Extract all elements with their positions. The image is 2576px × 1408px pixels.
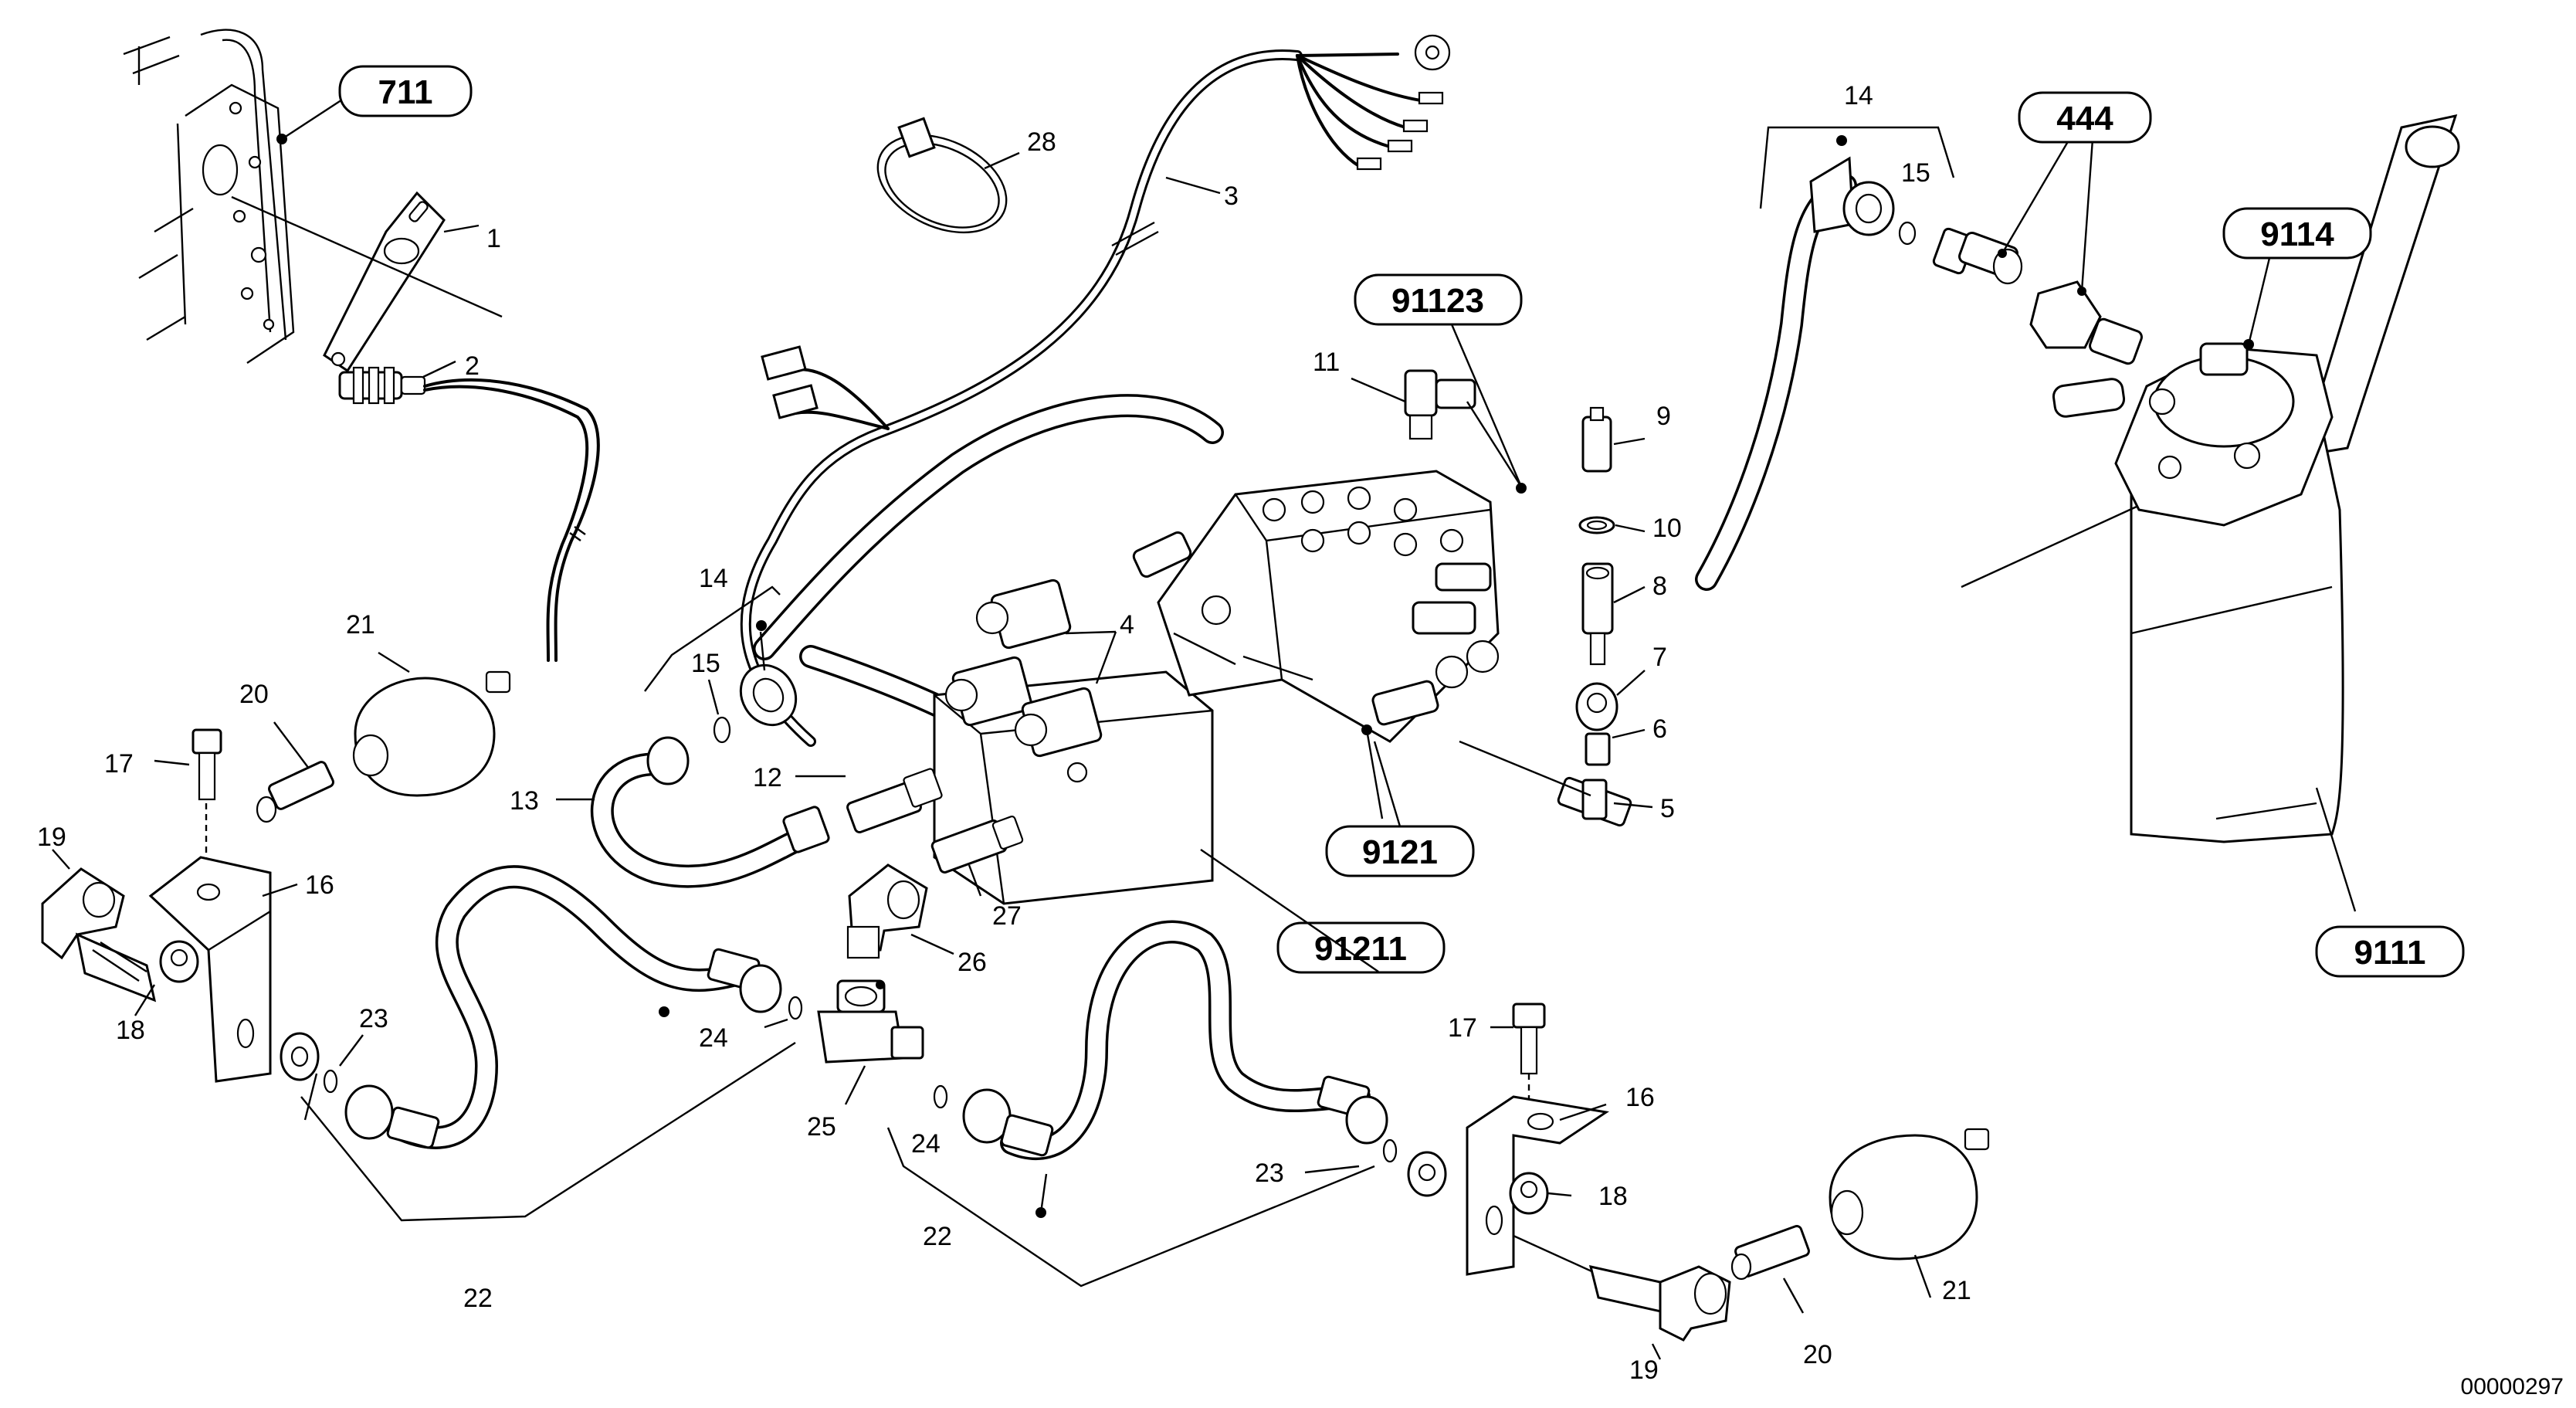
fitting-14-nut xyxy=(739,620,798,727)
part-number: 14 xyxy=(699,564,728,593)
part-number-labels: 1 2 3 28 14 15 11 9 10 8 7 6 5 4 21 20 1… xyxy=(37,81,1971,1385)
document-id: 00000297 xyxy=(2461,1374,2564,1400)
part-number: 12 xyxy=(753,763,782,792)
part-number: 23 xyxy=(359,1004,388,1033)
part-number: 8 xyxy=(1652,572,1667,601)
hose-13 xyxy=(556,736,830,888)
pressure-switch-9 xyxy=(1581,406,1646,473)
elbow-26 xyxy=(846,863,954,959)
svg-text:9114: 9114 xyxy=(2260,215,2334,253)
sensor-2 xyxy=(338,360,600,662)
bracket-14-left xyxy=(644,585,781,692)
part-number: 20 xyxy=(1803,1340,1832,1369)
part-number: 11 xyxy=(1313,348,1340,377)
group-label-9121: 9121 xyxy=(1325,825,1475,877)
part-number: 28 xyxy=(1027,127,1056,157)
elbow-19-left xyxy=(41,849,157,1003)
fitting-20-right xyxy=(1730,1225,1810,1314)
part-number: 26 xyxy=(958,948,987,977)
part-number: 5 xyxy=(1660,794,1675,823)
svg-text:91123: 91123 xyxy=(1391,282,1484,320)
part-number: 24 xyxy=(699,1023,728,1053)
part-number: 15 xyxy=(691,649,720,678)
part-number: 21 xyxy=(1942,1276,1971,1305)
bracket-16-right xyxy=(1466,1095,1609,1276)
tee-25 xyxy=(817,979,924,1105)
part-number: 15 xyxy=(1901,158,1930,188)
group-label-9114: 9114 xyxy=(2222,207,2372,260)
washer-23-left xyxy=(280,1032,364,1094)
group-label-711: 711 xyxy=(338,65,473,117)
bracket-16-left xyxy=(148,856,298,1083)
fitting-20-left xyxy=(256,721,334,823)
svg-text:711: 711 xyxy=(378,73,433,111)
part-number: 22 xyxy=(923,1222,952,1251)
group-label-91211: 91211 xyxy=(1276,921,1446,974)
group-label-9111: 9111 xyxy=(2315,925,2465,978)
svg-text:91211: 91211 xyxy=(1314,930,1407,968)
part-number: 19 xyxy=(37,823,66,852)
part-number: 20 xyxy=(239,680,269,709)
seal-15-left xyxy=(707,679,731,744)
tee-5 xyxy=(1459,740,1653,827)
part-number: 22 xyxy=(463,1284,493,1313)
part-number: 25 xyxy=(807,1112,836,1142)
bolt-17-left xyxy=(154,728,222,888)
hose-assembly-22-left xyxy=(300,865,803,1222)
elbow-fitting-11 xyxy=(1351,369,1527,494)
control-valve-9121 xyxy=(1132,470,1500,819)
part-number: 24 xyxy=(911,1129,941,1159)
part-number: 17 xyxy=(1448,1013,1477,1043)
part-number: 2 xyxy=(465,351,480,381)
part-number: 23 xyxy=(1255,1159,1284,1188)
part-number: 13 xyxy=(510,786,539,816)
part-number: 3 xyxy=(1224,182,1239,211)
bracket-1 xyxy=(231,191,503,373)
seal-10 xyxy=(1578,516,1646,534)
svg-text:9111: 9111 xyxy=(2354,934,2425,972)
accumulator-21-left xyxy=(352,651,511,797)
part-number: 6 xyxy=(1652,714,1667,744)
frame-plate xyxy=(123,29,356,364)
wire-harness-3 xyxy=(740,34,1451,747)
part-number: 16 xyxy=(1625,1083,1655,1112)
pump-9114 xyxy=(2052,254,2334,527)
fitting-group-444 xyxy=(1932,138,2143,365)
hose-assembly-14-right xyxy=(1695,126,1955,591)
part-number: 16 xyxy=(305,870,334,900)
accumulator-21-right xyxy=(1829,1128,1990,1298)
part-number: 4 xyxy=(1120,610,1134,640)
part-number: 18 xyxy=(116,1016,145,1045)
fitting-12 xyxy=(795,768,943,833)
clamp-28 xyxy=(876,117,1020,234)
nut-7 xyxy=(1575,670,1646,731)
part-number: 10 xyxy=(1652,514,1682,543)
part-number: 27 xyxy=(992,901,1022,931)
part-number: 21 xyxy=(346,610,375,640)
group-label-91123: 91123 xyxy=(1354,273,1523,326)
elbow-19-right xyxy=(1588,1265,1731,1360)
svg-text:9121: 9121 xyxy=(1362,833,1438,871)
washer-23-right xyxy=(1304,1138,1447,1197)
part-number: 17 xyxy=(104,749,134,779)
fitting-27 xyxy=(930,815,1024,897)
fitting-6 xyxy=(1585,728,1646,766)
svg-text:444: 444 xyxy=(2056,100,2113,137)
hose-assembly-22-right xyxy=(886,920,1388,1288)
part-number: 19 xyxy=(1629,1355,1659,1385)
part-number: 9 xyxy=(1656,402,1671,431)
group-label-444: 444 xyxy=(2018,91,2152,144)
nut-18-left xyxy=(134,940,199,1016)
adapter-8 xyxy=(1581,562,1646,666)
part-number: 18 xyxy=(1598,1182,1628,1211)
part-number: 14 xyxy=(1844,81,1873,110)
part-number: 7 xyxy=(1652,643,1667,672)
part-number: 1 xyxy=(486,224,501,253)
